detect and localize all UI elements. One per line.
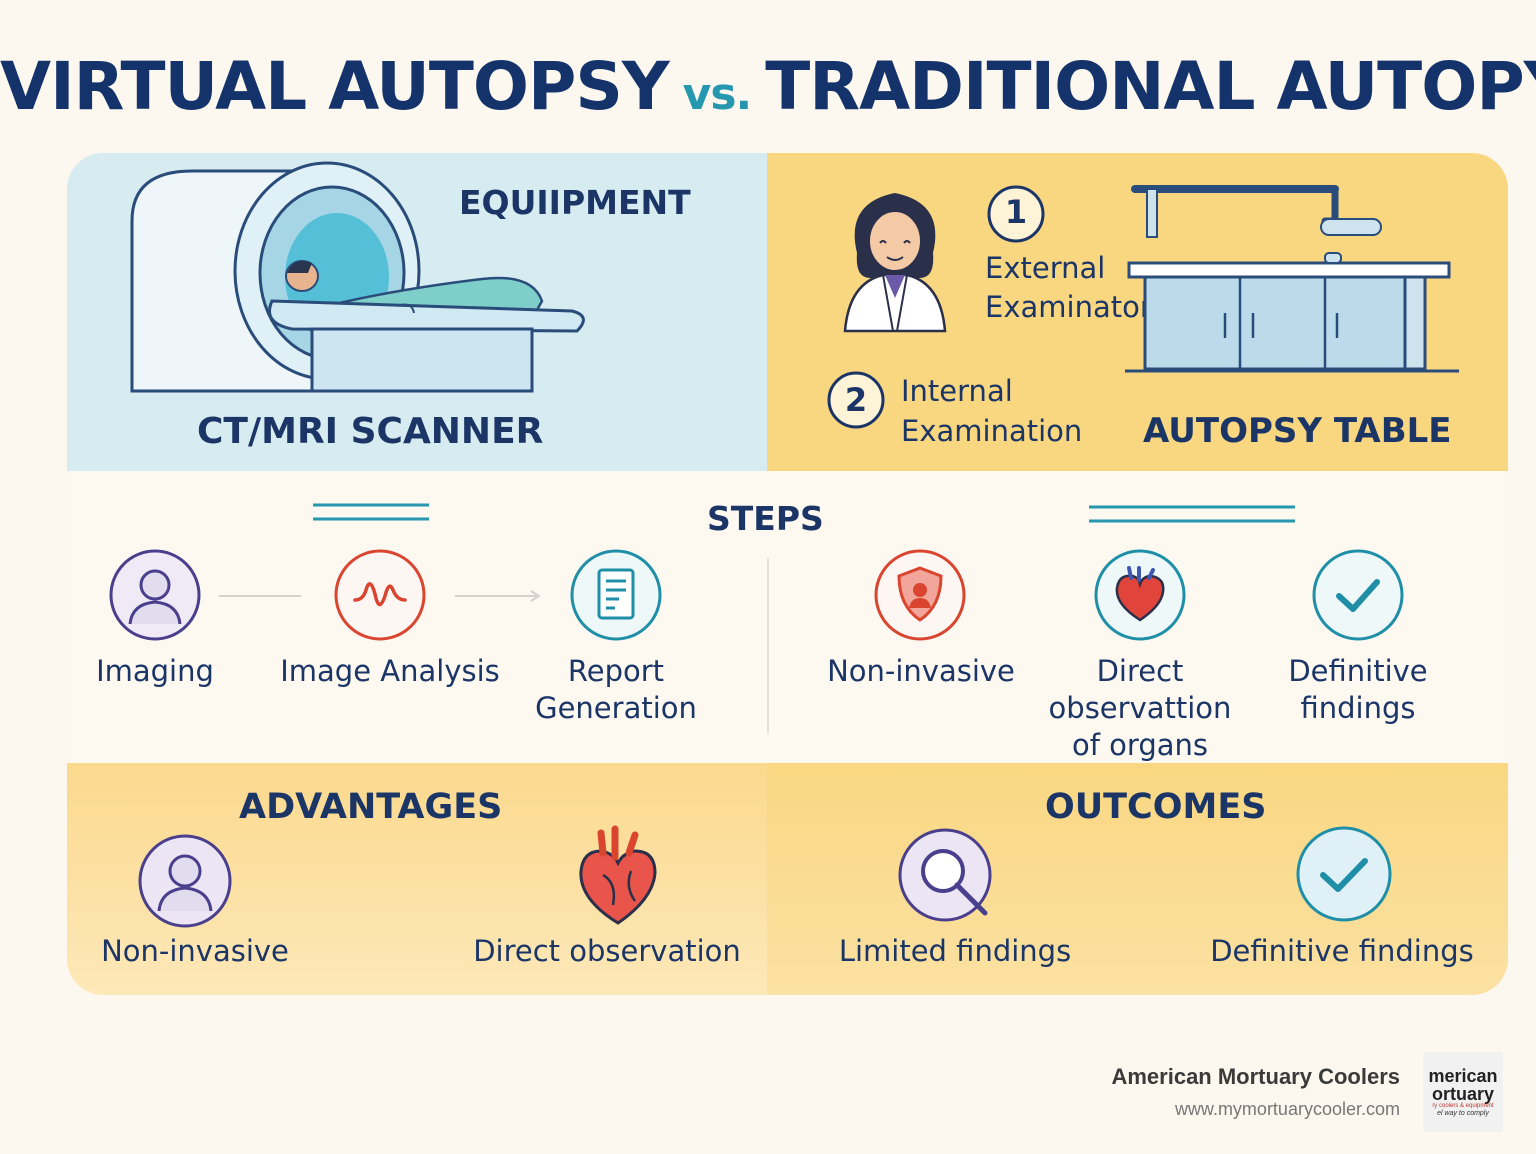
arrow-2-icon <box>455 590 541 602</box>
step-1-badge <box>987 185 1045 243</box>
title-vs: vs. <box>682 69 753 120</box>
title-traditional: TRADITIONAL AUTOPY <box>765 48 1536 125</box>
steps-divider <box>767 558 769 733</box>
outcomes-heading: OUTCOMES <box>1045 787 1267 827</box>
steps-accent-left <box>313 503 429 521</box>
step-2-number: 2 <box>844 381 868 419</box>
company-logo: merican ortuary ry coolers & equipment e… <box>1423 1052 1503 1132</box>
waveform-icon <box>334 549 426 641</box>
arrow-1-icon <box>219 595 301 597</box>
definitive-check-icon <box>1312 549 1404 641</box>
outcome-limited-findings-label: Limited findings <box>838 934 1072 968</box>
heart-icon <box>1094 549 1186 641</box>
footer-url[interactable]: www.mymortuarycooler.com <box>1174 1099 1400 1119</box>
comparison-card: EQUIIPMENT CT/MRI SCANNER 1 External Exa… <box>67 153 1508 995</box>
step-imaging-label: Imaging <box>96 654 214 688</box>
outcome-definitive-findings-label: Definitive findings <box>1210 934 1474 968</box>
advantages-heading: ADVANTAGES <box>239 787 503 827</box>
step-2-badge <box>827 371 885 429</box>
step-report-generation-label: Report Generation <box>535 654 697 725</box>
report-icon <box>570 549 662 641</box>
step-direct-observation-label: Direct observattion of organs <box>1048 654 1232 762</box>
advantage-person-icon <box>138 834 232 928</box>
steps-accent-right <box>1089 505 1295 523</box>
title-virtual: VIRTUAL AUTOPSY <box>0 48 670 125</box>
doctor-icon <box>843 193 947 333</box>
advantage-non-invasive-label: Non-invasive <box>101 934 289 968</box>
table-label: AUTOPSY TABLE <box>1143 411 1452 451</box>
autopsy-table-icon <box>1125 185 1459 373</box>
external-exam-line1: External <box>985 251 1106 285</box>
internal-exam-line1: Internal <box>901 374 1013 408</box>
step-definitive-findings-label: Definitive findings <box>1288 654 1428 725</box>
imaging-person-icon <box>109 549 201 641</box>
internal-exam-line2: Examination <box>901 414 1083 448</box>
step-non-invasive-label: Non-invasive <box>827 654 1015 688</box>
magnifier-icon <box>898 828 992 922</box>
footer-brand: American Mortuary Coolers <box>1111 1064 1400 1089</box>
scanner-label: CT/MRI SCANNER <box>197 411 544 452</box>
equipment-heading: EQUIIPMENT <box>459 183 691 222</box>
shield-person-icon <box>874 549 966 641</box>
external-exam-line2: Examinaton <box>985 290 1159 324</box>
step-image-analysis-label: Image Analysis <box>280 654 500 688</box>
steps-heading: STEPS <box>707 499 824 538</box>
advantage-direct-observation-label: Direct observation <box>473 934 741 968</box>
ct-scanner-icon <box>130 161 585 393</box>
advantage-heart-icon <box>579 825 657 925</box>
step-1-number: 1 <box>1004 193 1028 231</box>
outcome-check-icon <box>1296 826 1392 922</box>
